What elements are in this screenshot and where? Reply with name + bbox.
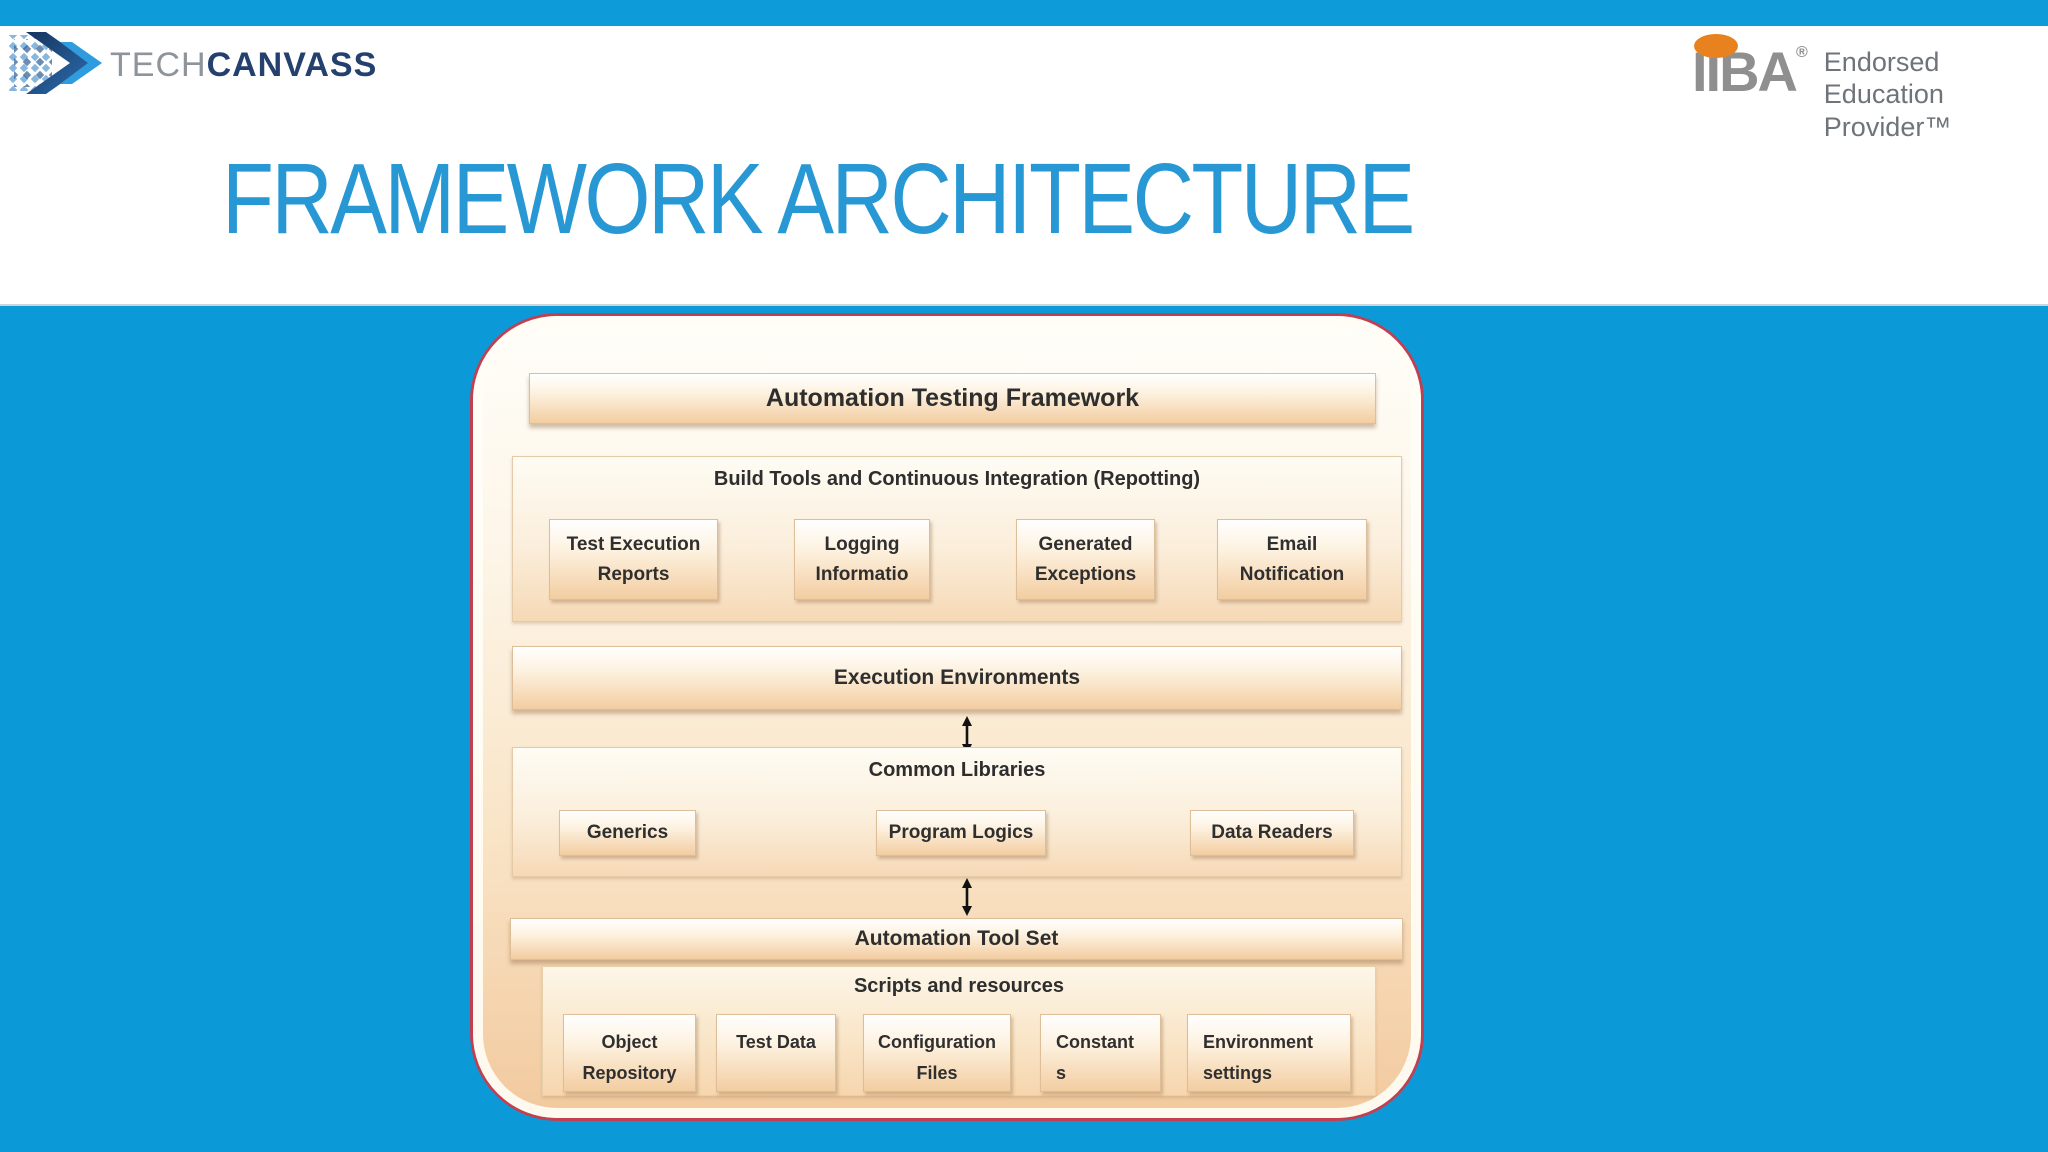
iiba-logo: IIBA® Endorsed Education Provider™ [1692,32,2048,143]
iiba-orange-dot-icon [1694,34,1738,58]
header: TECHCANVASS IIBA® Endorsed Education Pro… [0,26,2048,306]
build-tools-section: Build Tools and Continuous Integration (… [512,456,1402,622]
registered-mark: ® [1796,44,1808,61]
diagram-box-test-data: Test Data [716,1014,836,1092]
iiba-wordmark: IIBA® [1692,32,1808,100]
build-tools-label: Build Tools and Continuous Integration (… [713,468,1201,490]
framework-title-box: Automation Testing Framework [529,373,1376,424]
diagram-box-environment-settings: Environment settings [1187,1014,1351,1092]
framework-diagram: Automation Testing Framework Build Tools… [470,313,1424,1121]
diagram-box-object-repository: Object Repository [563,1014,696,1092]
common-libraries-label: Common Libraries [868,759,1046,781]
automation-tool-set-bar: Automation Tool Set [510,918,1403,960]
diagram-box-logging-information: Logging Informatio [794,519,930,600]
iiba-endorsement-text: Endorsed Education Provider™ [1823,47,1952,142]
page-title: FRAMEWORK ARCHITECTURE [222,143,1415,255]
diagram-box-constants: Constant s [1040,1014,1161,1092]
brand-tech: TECH [110,45,207,84]
techcanvass-chevron-icon [8,32,102,94]
diagram-box-program-logics: Program Logics [876,810,1046,856]
execution-environments-bar: Execution Environments [512,646,1402,710]
scripts-resources-section: Scripts and resources Object Repository … [542,966,1376,1096]
double-arrow-icon [962,878,972,916]
diagram-box-email-notification: Email Notification [1217,519,1367,600]
diagram-box-configuration-files: Configuration Files [863,1014,1011,1092]
diagram-box-generated-exceptions: Generated Exceptions [1016,519,1155,600]
diagram-box-generics: Generics [559,810,696,856]
brand-canvass: CANVASS [206,45,378,84]
diagram-box-data-readers: Data Readers [1190,810,1354,856]
techcanvass-wordmark: TECHCANVASS [110,46,377,85]
techcanvass-logo: TECHCANVASS [8,30,377,96]
scripts-resources-label: Scripts and resources [853,975,1065,997]
common-libraries-section: Common Libraries Generics Program Logics… [512,747,1402,877]
diagram-box-test-execution-reports: Test Execution Reports [549,519,718,600]
top-accent-strip [0,0,2048,26]
